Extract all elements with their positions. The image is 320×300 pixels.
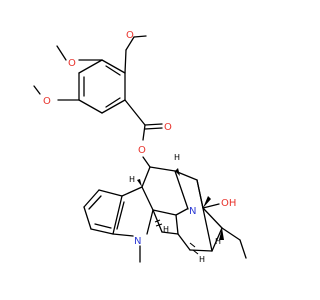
stereo-hydrogen-1: H xyxy=(174,153,180,162)
stereo-hydrogen-5: H xyxy=(199,255,205,264)
indoline-nitrogen-label: N xyxy=(134,236,141,247)
methoxy-mid xyxy=(56,45,103,61)
chemical-structure: O O O O O N N OH H H H H H xyxy=(33,30,247,264)
stereo-hydrogen-4: H xyxy=(215,237,221,246)
ester-oxygen-label: O xyxy=(138,145,146,156)
methoxy-mid-oxygen-label: O xyxy=(68,58,76,69)
bridgehead-nitrogen-label: N xyxy=(189,206,196,217)
hydroxyl-label: OH xyxy=(221,198,236,209)
methoxy-top-oxygen-label: O xyxy=(126,30,134,41)
methoxy-top xyxy=(124,35,147,74)
structure-canvas: O O O O O N N OH H H H H H xyxy=(33,30,247,264)
methoxy-left xyxy=(33,85,80,101)
indoline-benzene-ring xyxy=(83,186,154,263)
stereo-bonds xyxy=(137,168,224,255)
aromatic-ring-top xyxy=(78,59,126,114)
stereo-hydrogen-2: H xyxy=(129,175,135,184)
carbonyl-oxygen-label: O xyxy=(164,122,172,133)
methoxy-left-oxygen-label: O xyxy=(43,96,51,107)
stereo-hydrogen-3: H xyxy=(163,225,169,234)
ester-group xyxy=(124,99,163,168)
